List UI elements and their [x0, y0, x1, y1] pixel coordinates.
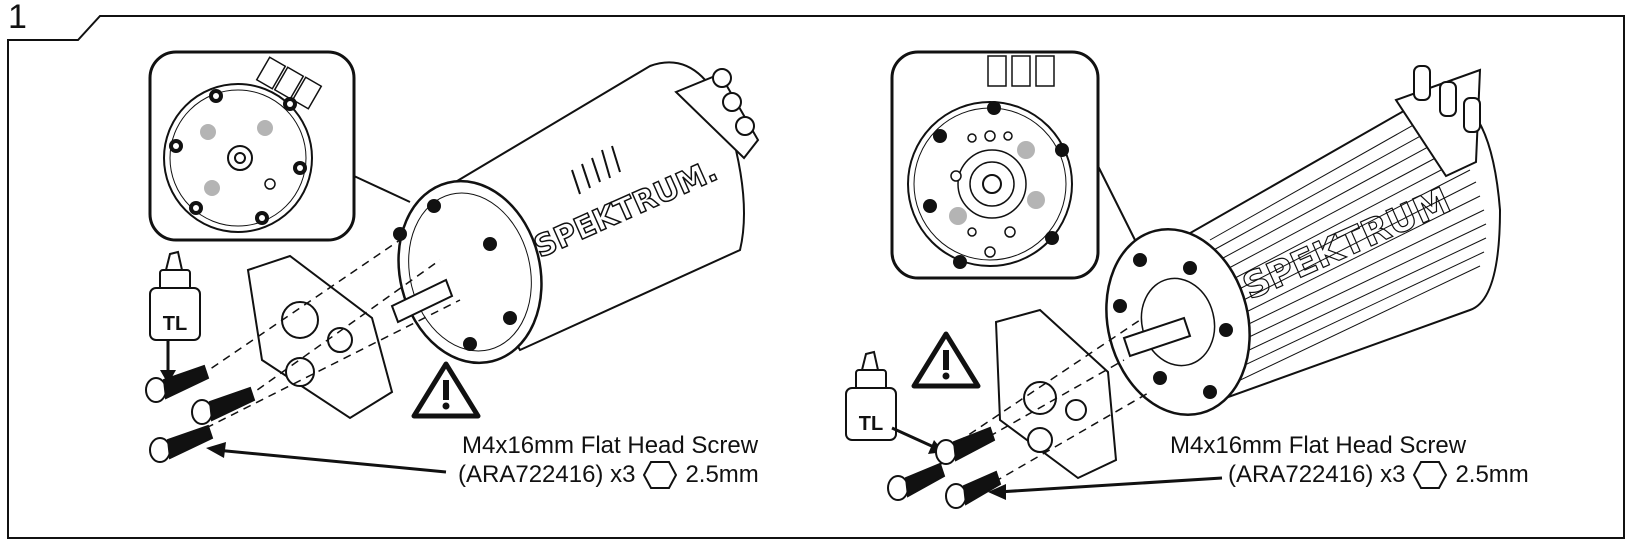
left-hex-size: 2.5mm: [685, 461, 759, 488]
left-threadlock-bottle-icon: [149, 250, 201, 341]
left-motor-mount: [246, 254, 394, 420]
right-threadlock-label: TL: [859, 413, 883, 435]
right-screw-name: M4x16mm Flat Head Screw: [1170, 432, 1467, 459]
right-threadlock-bottle-icon: [845, 350, 897, 441]
step-number: 1: [8, 0, 27, 36]
right-warning-triangle-icon: [911, 331, 981, 389]
left-hex-key-icon: [643, 461, 678, 489]
right-screw-icon: [887, 426, 1002, 509]
right-screw-part-number: (ARA722416) x3: [1228, 461, 1406, 488]
left-warning-triangle-icon: [411, 361, 481, 419]
left-assembly-illustration: SPEKTRUM. TL: [145, 50, 760, 474]
right-screw-callout: M4x16mm Flat Head Screw (ARA722416) x3 2…: [1170, 432, 1529, 490]
left-screw-name: M4x16mm Flat Head Screw: [462, 432, 759, 459]
left-threadlock-label: TL: [163, 313, 187, 335]
left-screw-part-number: (ARA722416) x3: [458, 461, 636, 488]
left-screw-callout: M4x16mm Flat Head Screw (ARA722416) x3 2…: [458, 432, 759, 490]
right-hex-key-icon: [1413, 461, 1448, 489]
right-hex-size: 2.5mm: [1455, 461, 1529, 488]
left-screw-icon: [145, 364, 256, 463]
